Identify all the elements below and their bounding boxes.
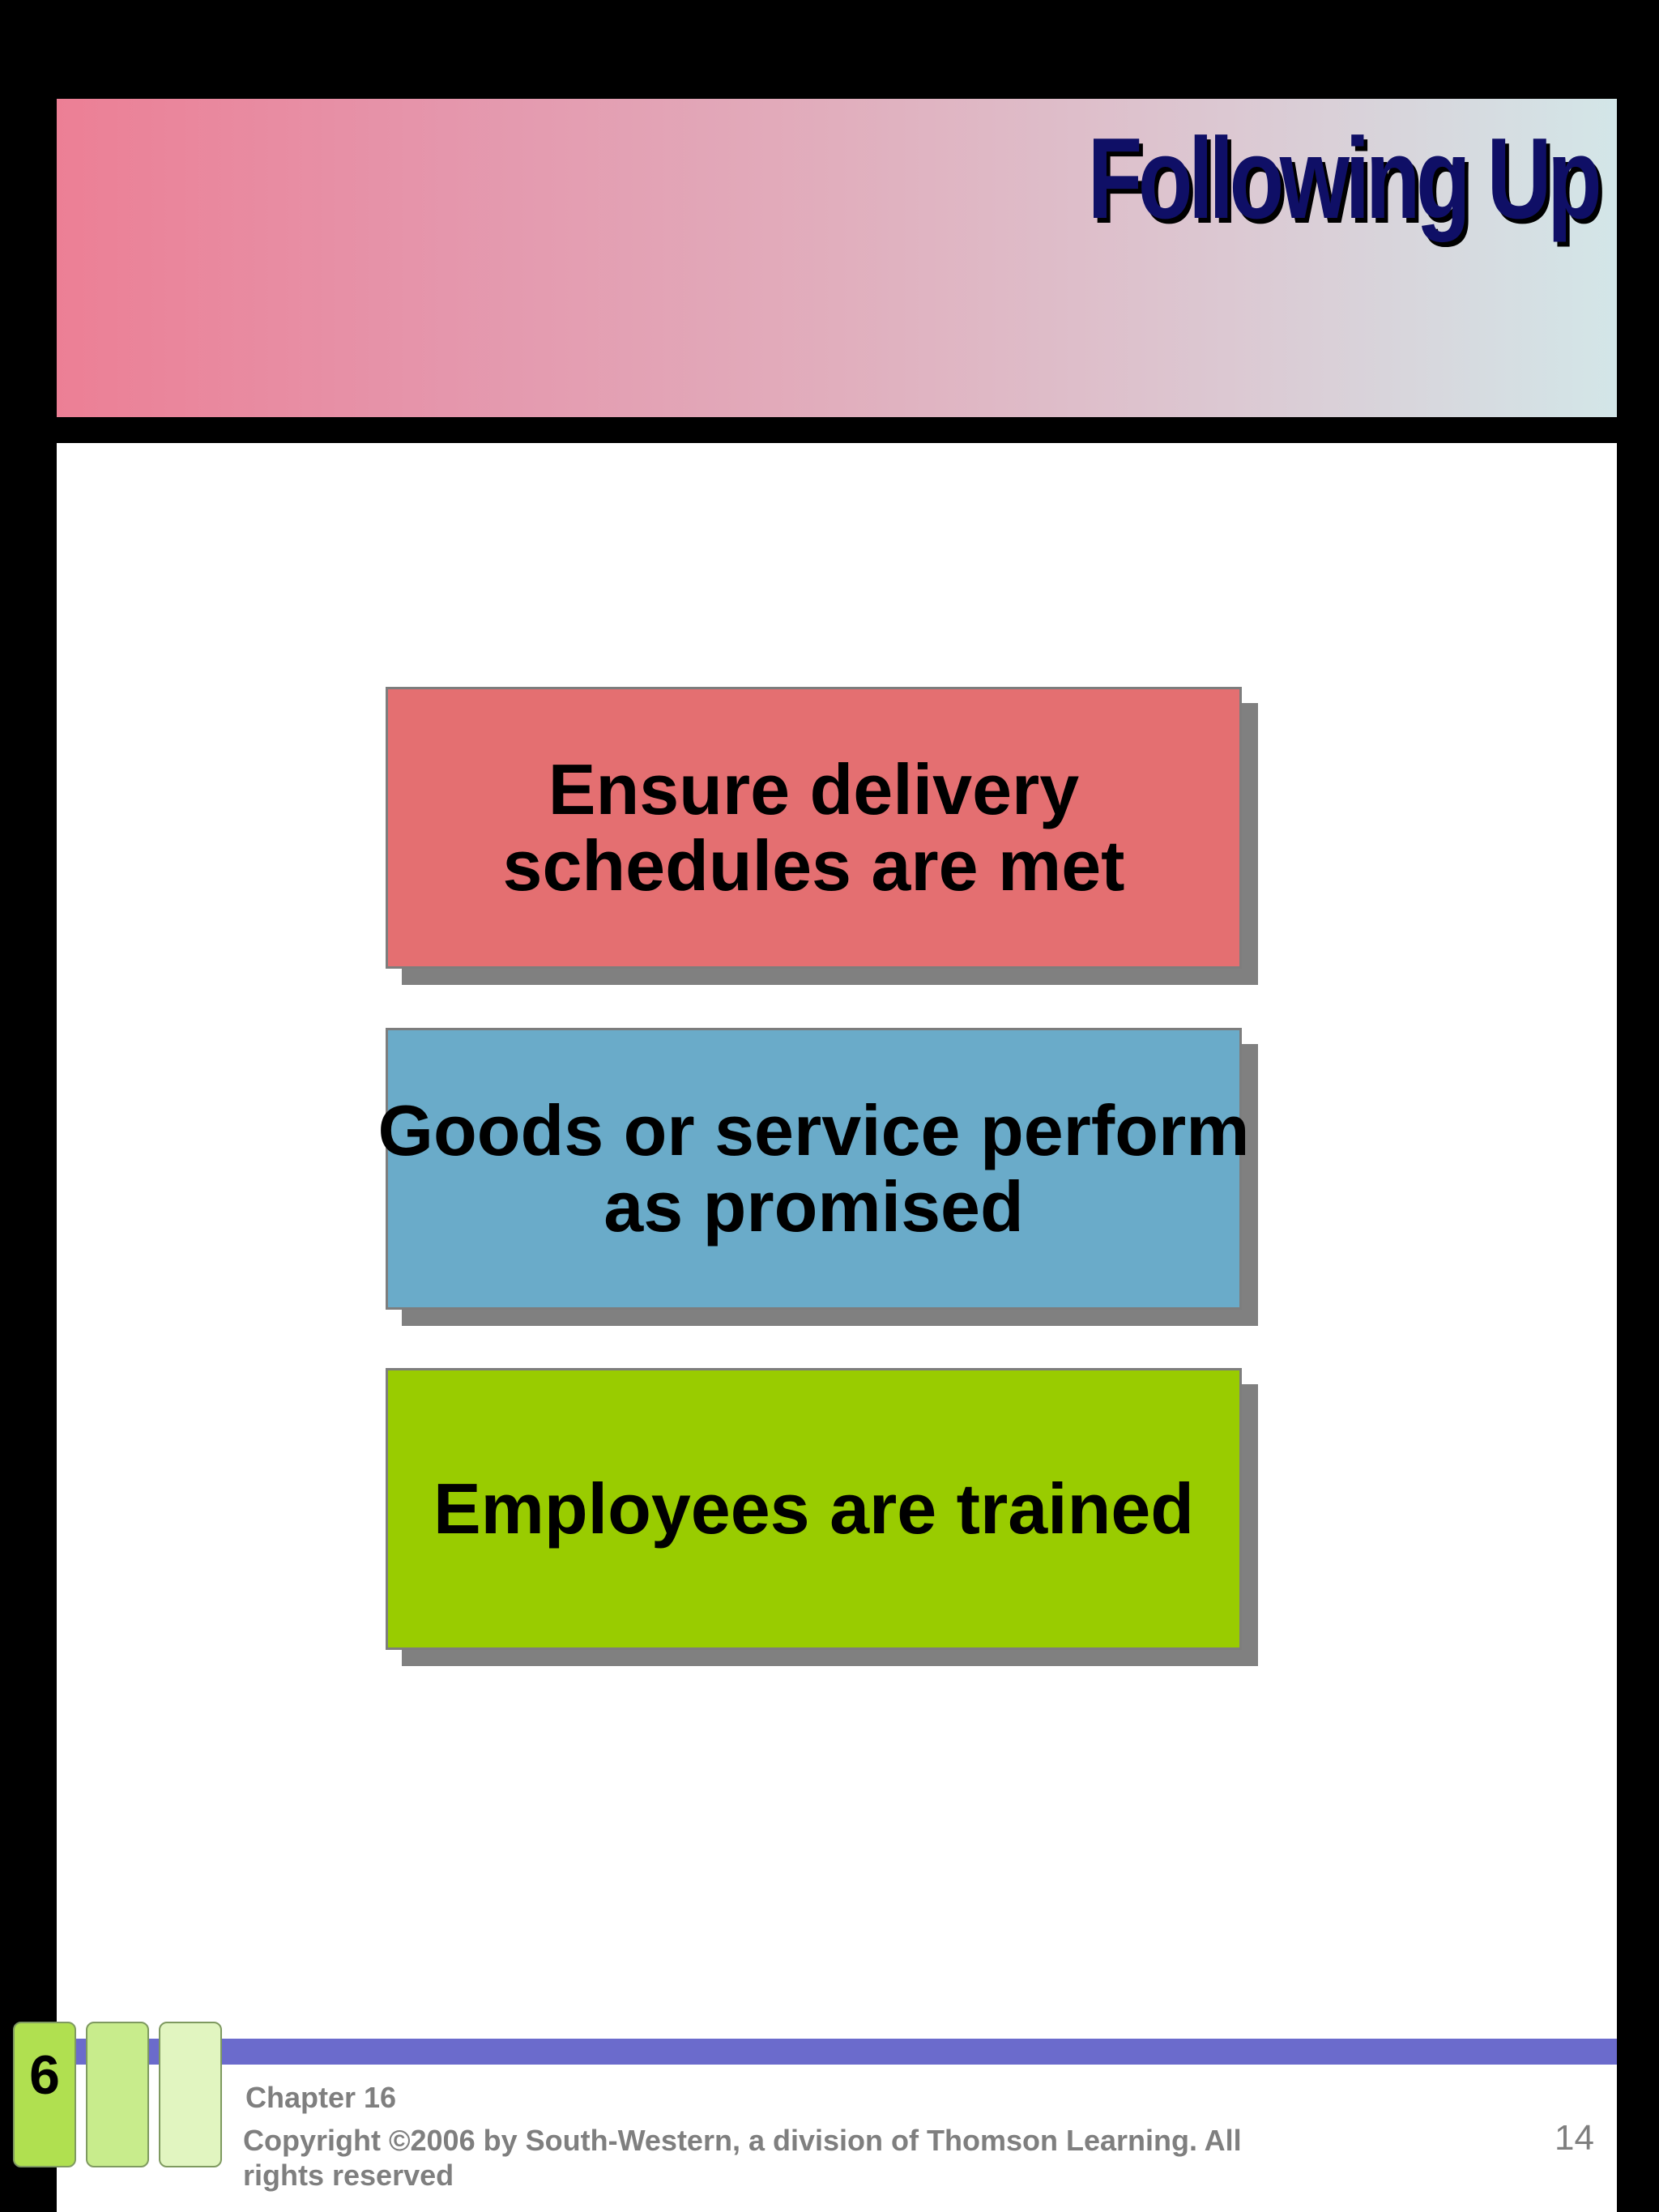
- box-employees-trained-label: Employees are trained: [433, 1468, 1195, 1549]
- page-number: 14: [1555, 2118, 1594, 2158]
- box-line: schedules are met: [502, 825, 1125, 906]
- box-line: Ensure delivery: [548, 749, 1080, 829]
- chapter-tab: [159, 2022, 222, 2167]
- box-employees-trained: Employees are trained: [386, 1368, 1242, 1650]
- copyright-notice: Copyright ©2006 by South-Western, a divi…: [243, 2124, 1242, 2192]
- footer-bar: [57, 2039, 1617, 2065]
- slide-title: Following Up: [1087, 114, 1601, 243]
- title-banner: [57, 99, 1617, 417]
- chapter-tab: [13, 2022, 76, 2167]
- chapter-tab: [86, 2022, 149, 2167]
- chapter-label: Chapter 16: [245, 2081, 397, 2114]
- chapter-tab-number: 6: [29, 2044, 60, 2106]
- box-line: as promised: [603, 1166, 1024, 1247]
- box-line: Goods or service perform: [377, 1090, 1250, 1170]
